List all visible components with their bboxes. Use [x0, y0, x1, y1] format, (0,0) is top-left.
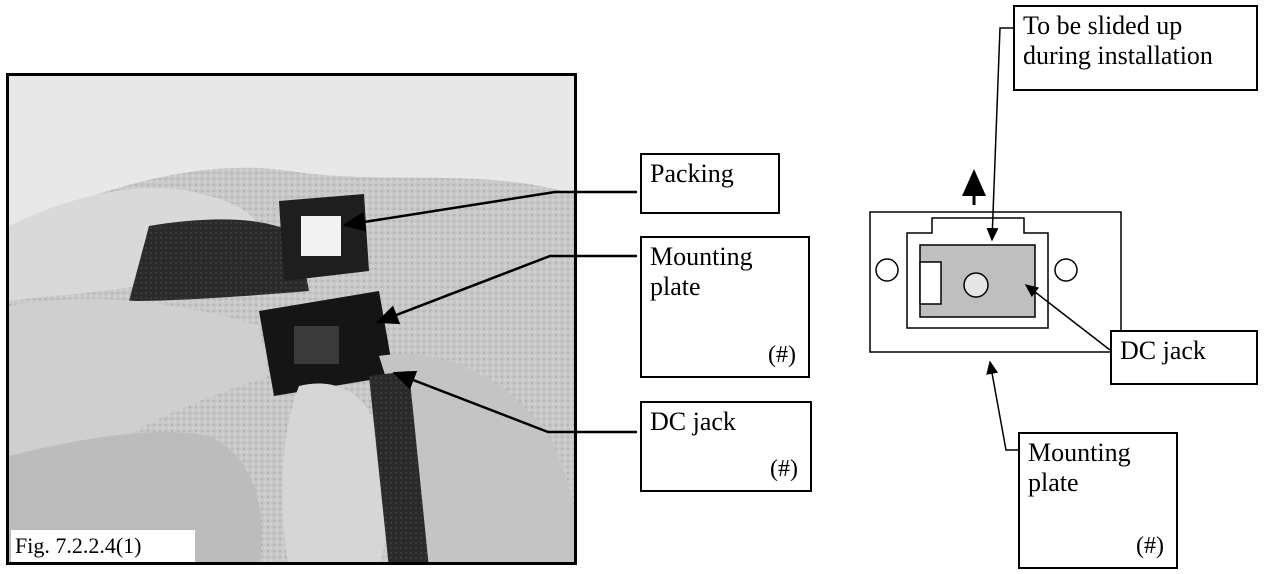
hash-mark: (#)	[770, 456, 798, 482]
photo-illustration	[9, 76, 574, 562]
jack-hole	[963, 272, 989, 298]
mounting-plate-label: Mounting plate (#)	[640, 236, 810, 378]
right-dc-jack-leader	[1024, 284, 1111, 351]
right-mounting-leader	[986, 360, 1018, 451]
dc-jack-leader	[392, 370, 637, 434]
dc-jack-label: DC jack (#)	[640, 401, 812, 492]
slide-up-note: To be slided up during installation	[1013, 5, 1258, 91]
right-mounting-plate-label: Mounting plate (#)	[1018, 432, 1178, 569]
figure-caption: Fig. 7.2.2.4(1)	[11, 530, 195, 562]
jack-tab	[919, 261, 942, 305]
packing-leader	[342, 190, 637, 232]
installation-photo: Fig. 7.2.2.4(1)	[6, 73, 577, 565]
hash-mark: (#)	[768, 342, 796, 368]
right-screw-hole	[1054, 258, 1078, 282]
hash-mark: (#)	[1136, 533, 1164, 559]
left-screw-hole	[875, 258, 899, 282]
slide-note-leader	[986, 27, 1013, 242]
right-dc-jack-label: DC jack	[1110, 330, 1258, 385]
mounting-plate-leader	[375, 254, 637, 325]
packing-label: Packing	[640, 153, 780, 214]
